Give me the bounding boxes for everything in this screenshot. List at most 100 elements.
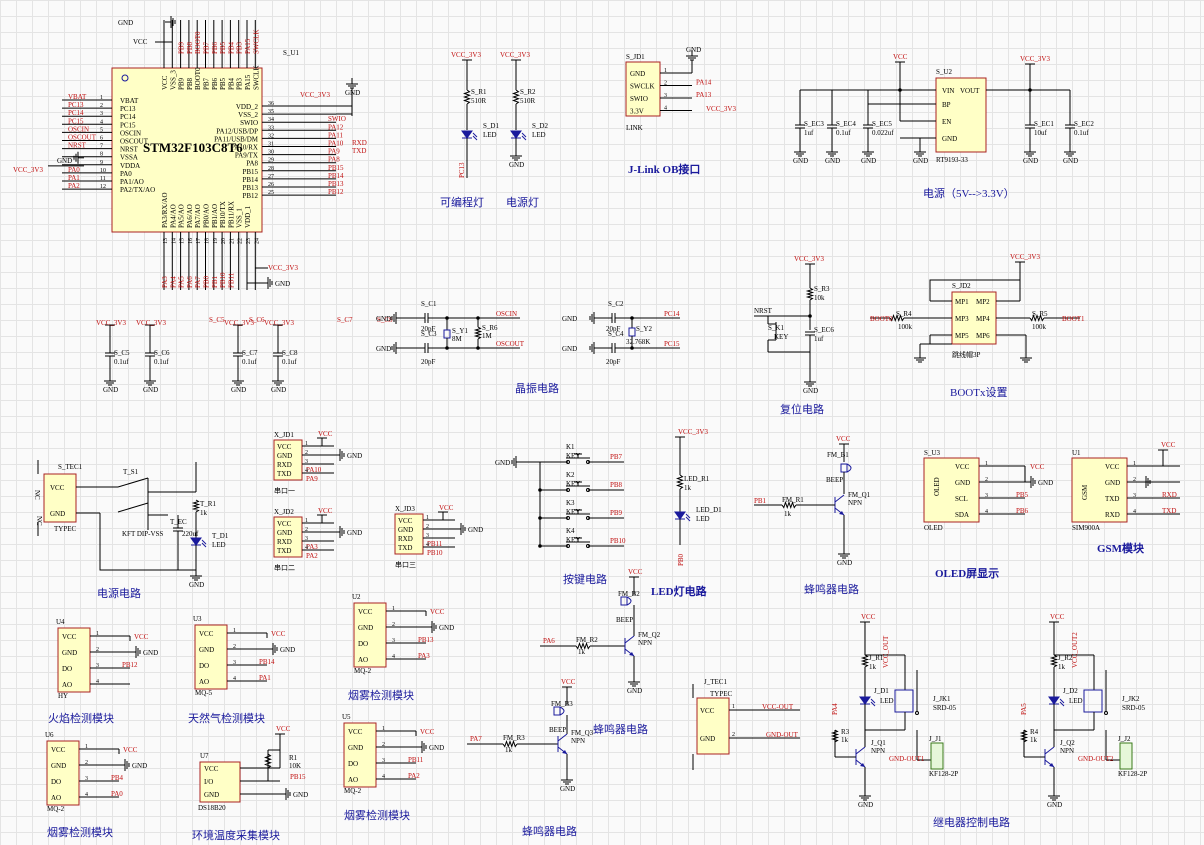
wire	[99, 513, 196, 571]
oled-ref: S_U3	[924, 449, 940, 457]
mcu-pin-label: PB3	[236, 77, 244, 90]
pin-number: 1	[392, 606, 395, 612]
resistor-ref: S_R4	[896, 310, 912, 318]
net-label: PB14	[328, 172, 344, 180]
net-label: PA6	[543, 637, 555, 645]
power-symbol: VCC_3V3	[1020, 55, 1050, 72]
vcc-label: VCC_3V3	[13, 166, 43, 174]
pin-number: 30	[268, 150, 274, 156]
gnd-label: GND	[1023, 157, 1038, 165]
oled-footer: OLED	[924, 524, 943, 532]
vcc-label: VCC_3V3	[96, 319, 126, 327]
power-symbol: VCC_3V3	[451, 51, 481, 68]
net-label: PB7	[610, 453, 623, 461]
gnd-label: GND	[913, 157, 928, 165]
mcu-pin-label: NRST	[120, 146, 139, 154]
gnd-label: GND	[57, 157, 72, 165]
resistor	[502, 739, 518, 749]
pin-number: 3	[392, 638, 395, 644]
net-label: PB8	[610, 481, 623, 489]
pin-number: 1	[305, 441, 308, 447]
vcc-label: VCC	[271, 630, 286, 638]
cap-ref: S_EC1	[1034, 120, 1054, 128]
pin-label: I/O	[204, 778, 213, 786]
ground-symbol: GND	[119, 759, 147, 771]
mcu-pin-label: PB5	[219, 77, 227, 90]
oled-body	[923, 457, 980, 523]
pin-number: 1	[732, 704, 735, 710]
crystal-body	[443, 329, 451, 339]
pin-number: 2	[96, 647, 99, 653]
net-label: PA9	[306, 475, 318, 483]
wire	[781, 500, 797, 510]
capacitor	[611, 313, 616, 323]
terminal-value: KF128-2P	[929, 770, 958, 778]
net-label: PA4	[169, 276, 177, 288]
pin-number: 6	[100, 136, 103, 142]
mcu-pin-label: PA2/TX/AO	[120, 186, 155, 194]
pin-label: VCC	[277, 520, 292, 528]
pin-number: 3	[305, 536, 308, 542]
terminal-ref: J_J2	[1118, 735, 1131, 743]
mcu-pin-label: PA15	[244, 74, 252, 90]
section-title: 环境温度采集模块	[192, 828, 280, 842]
power-symbol: VCC	[1049, 613, 1065, 630]
mcu-pin-label: PA6/AO	[186, 204, 194, 228]
mcu-pin-label: PA11/USB/DM	[214, 135, 259, 143]
ground-symbol: GND	[1063, 146, 1078, 165]
buzzer-symbol	[553, 706, 565, 716]
sensor-ref: U4	[56, 618, 65, 626]
crystal-value: 32.768K	[626, 338, 650, 346]
npn-transistor	[1044, 746, 1055, 768]
rxd-label: RXD	[352, 139, 367, 147]
boot-body	[951, 291, 997, 345]
cap-ref: S_C5	[114, 349, 130, 357]
transistor-ref: FM_Q1	[848, 491, 871, 499]
gnd-label: GND	[562, 315, 577, 323]
section-title: 电源电路	[97, 586, 141, 600]
capacitor	[424, 343, 429, 353]
mcu-pin-label: PB1/AO	[211, 204, 219, 228]
net-label: PA5	[1020, 703, 1028, 715]
gnd-label: GND	[439, 624, 454, 632]
net-label: VCC-OUT	[762, 703, 794, 711]
sensor-footer: MQ-2	[344, 787, 362, 795]
net-label: PB9	[178, 41, 186, 54]
relay-contact	[1104, 711, 1108, 715]
pin-number: 2	[985, 477, 988, 483]
pin-label: RXD	[1105, 511, 1120, 519]
vcc-label: VCC	[430, 608, 445, 616]
gnd-label: GND	[803, 387, 818, 395]
net-label: PA3	[418, 652, 430, 660]
ground-symbol	[914, 352, 926, 363]
pin-number: 1	[85, 744, 88, 750]
net-label: GND-OUT2	[1078, 755, 1114, 763]
pin-label: TXD	[277, 470, 291, 478]
pin-label: MP5	[955, 332, 969, 340]
pin-number: 3	[85, 776, 88, 782]
pin-label: MP1	[955, 298, 969, 306]
pin-number: 3	[1133, 493, 1136, 499]
mcu-pin-label: PB0/AO	[203, 204, 211, 228]
pin-number: 2	[85, 760, 88, 766]
led-value: LED	[880, 697, 894, 705]
mcu-pin-label: VSS_3	[169, 70, 177, 90]
section-title: OLED屏显示	[935, 567, 999, 580]
npn-transistor	[834, 494, 845, 516]
ground-symbol	[1020, 352, 1032, 363]
mcu-body	[111, 67, 263, 233]
pin-label: AO	[348, 776, 358, 784]
sensor-footer: HY	[58, 692, 68, 700]
npn-transistor	[557, 733, 568, 755]
net-label: PB11	[427, 540, 443, 548]
section-title: GSM模块	[1097, 541, 1145, 555]
pin-label: GND	[955, 479, 970, 487]
pin-label: GND	[398, 526, 413, 534]
power-label: VCC_3V3	[794, 255, 824, 263]
pin-number: 2	[392, 622, 395, 628]
vcc-label: VCC	[420, 728, 435, 736]
mcu-pin-label: PB8	[186, 77, 194, 90]
jlink-footer: LINK	[626, 124, 643, 132]
